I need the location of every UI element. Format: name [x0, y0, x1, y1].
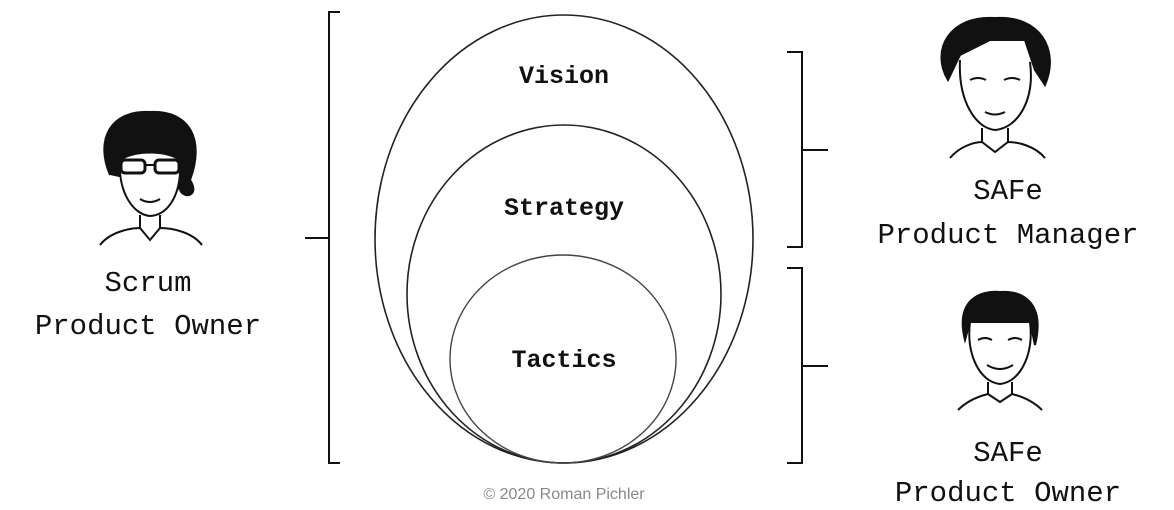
scrum-po-label-line2: Product Owner	[35, 310, 261, 343]
scrum-po-label-line1: Scrum	[104, 267, 191, 300]
safe-po-label-line2: Product Owner	[895, 477, 1121, 510]
safe-pm-label-line2: Product Manager	[877, 219, 1138, 252]
safe-pm-label-line1: SAFe	[973, 175, 1043, 208]
safe-po-bracket	[787, 267, 828, 464]
scrum-po-bracket	[305, 11, 340, 464]
safe-po-portrait-icon	[957, 290, 1043, 411]
vision-label: Vision	[519, 62, 609, 91]
copyright-notice: © 2020 Roman Pichler	[483, 486, 645, 503]
strategy-label: Strategy	[504, 194, 624, 223]
tactics-label: Tactics	[511, 346, 616, 375]
strategy-ellipse	[406, 124, 722, 464]
safe-po-label-line1: SAFe	[973, 437, 1043, 470]
safe-pm-bracket	[787, 51, 828, 248]
safe-pm-portrait-icon	[940, 16, 1051, 159]
tactics-ellipse	[449, 254, 677, 464]
scrum-po-portrait-icon	[99, 110, 203, 246]
